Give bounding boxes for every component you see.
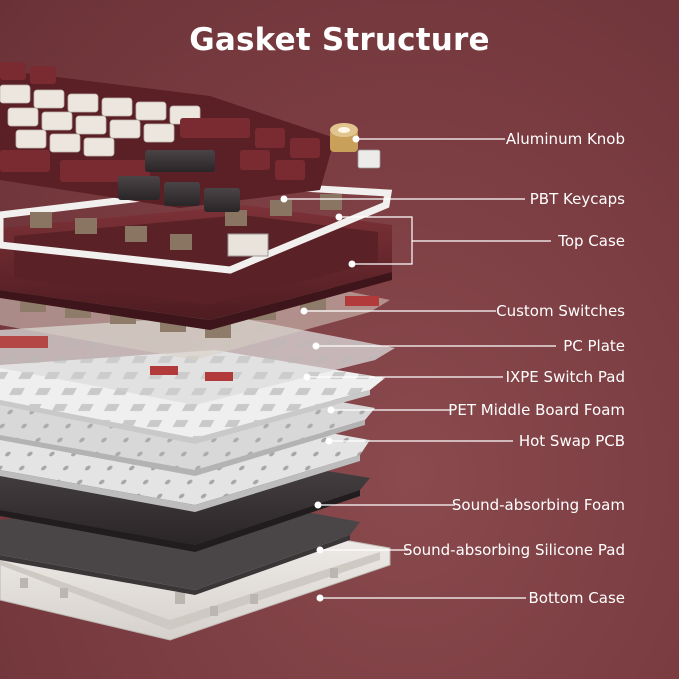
label-custom-switches: Custom Switches (496, 302, 625, 320)
label-pet-middle-board-foam: PET Middle Board Foam (448, 401, 625, 419)
aluminum-knob (330, 123, 381, 169)
page-title: Gasket Structure (189, 22, 490, 58)
label-sound-absorbing-silicone-pad: Sound-absorbing Silicone Pad (402, 541, 625, 559)
label-ixpe-switch-pad: IXPE Switch Pad (505, 368, 625, 386)
label-hot-swap-pcb: Hot Swap PCB (518, 432, 625, 450)
leader-lines (284, 138, 556, 599)
leader-dots (280, 135, 360, 602)
label-bottom-case: Bottom Case (528, 589, 626, 607)
label-pc-plate: PC Plate (563, 337, 625, 355)
label-pbt-keycaps: PBT Keycaps (529, 190, 625, 208)
top-case-layer (0, 205, 392, 330)
label-aluminum-knob: Aluminum Knob (505, 130, 625, 148)
label-sound-absorbing-foam: Sound-absorbing Foam (451, 496, 625, 514)
label-top-case: Top Case (558, 232, 625, 250)
keycaps-layer (0, 62, 335, 212)
